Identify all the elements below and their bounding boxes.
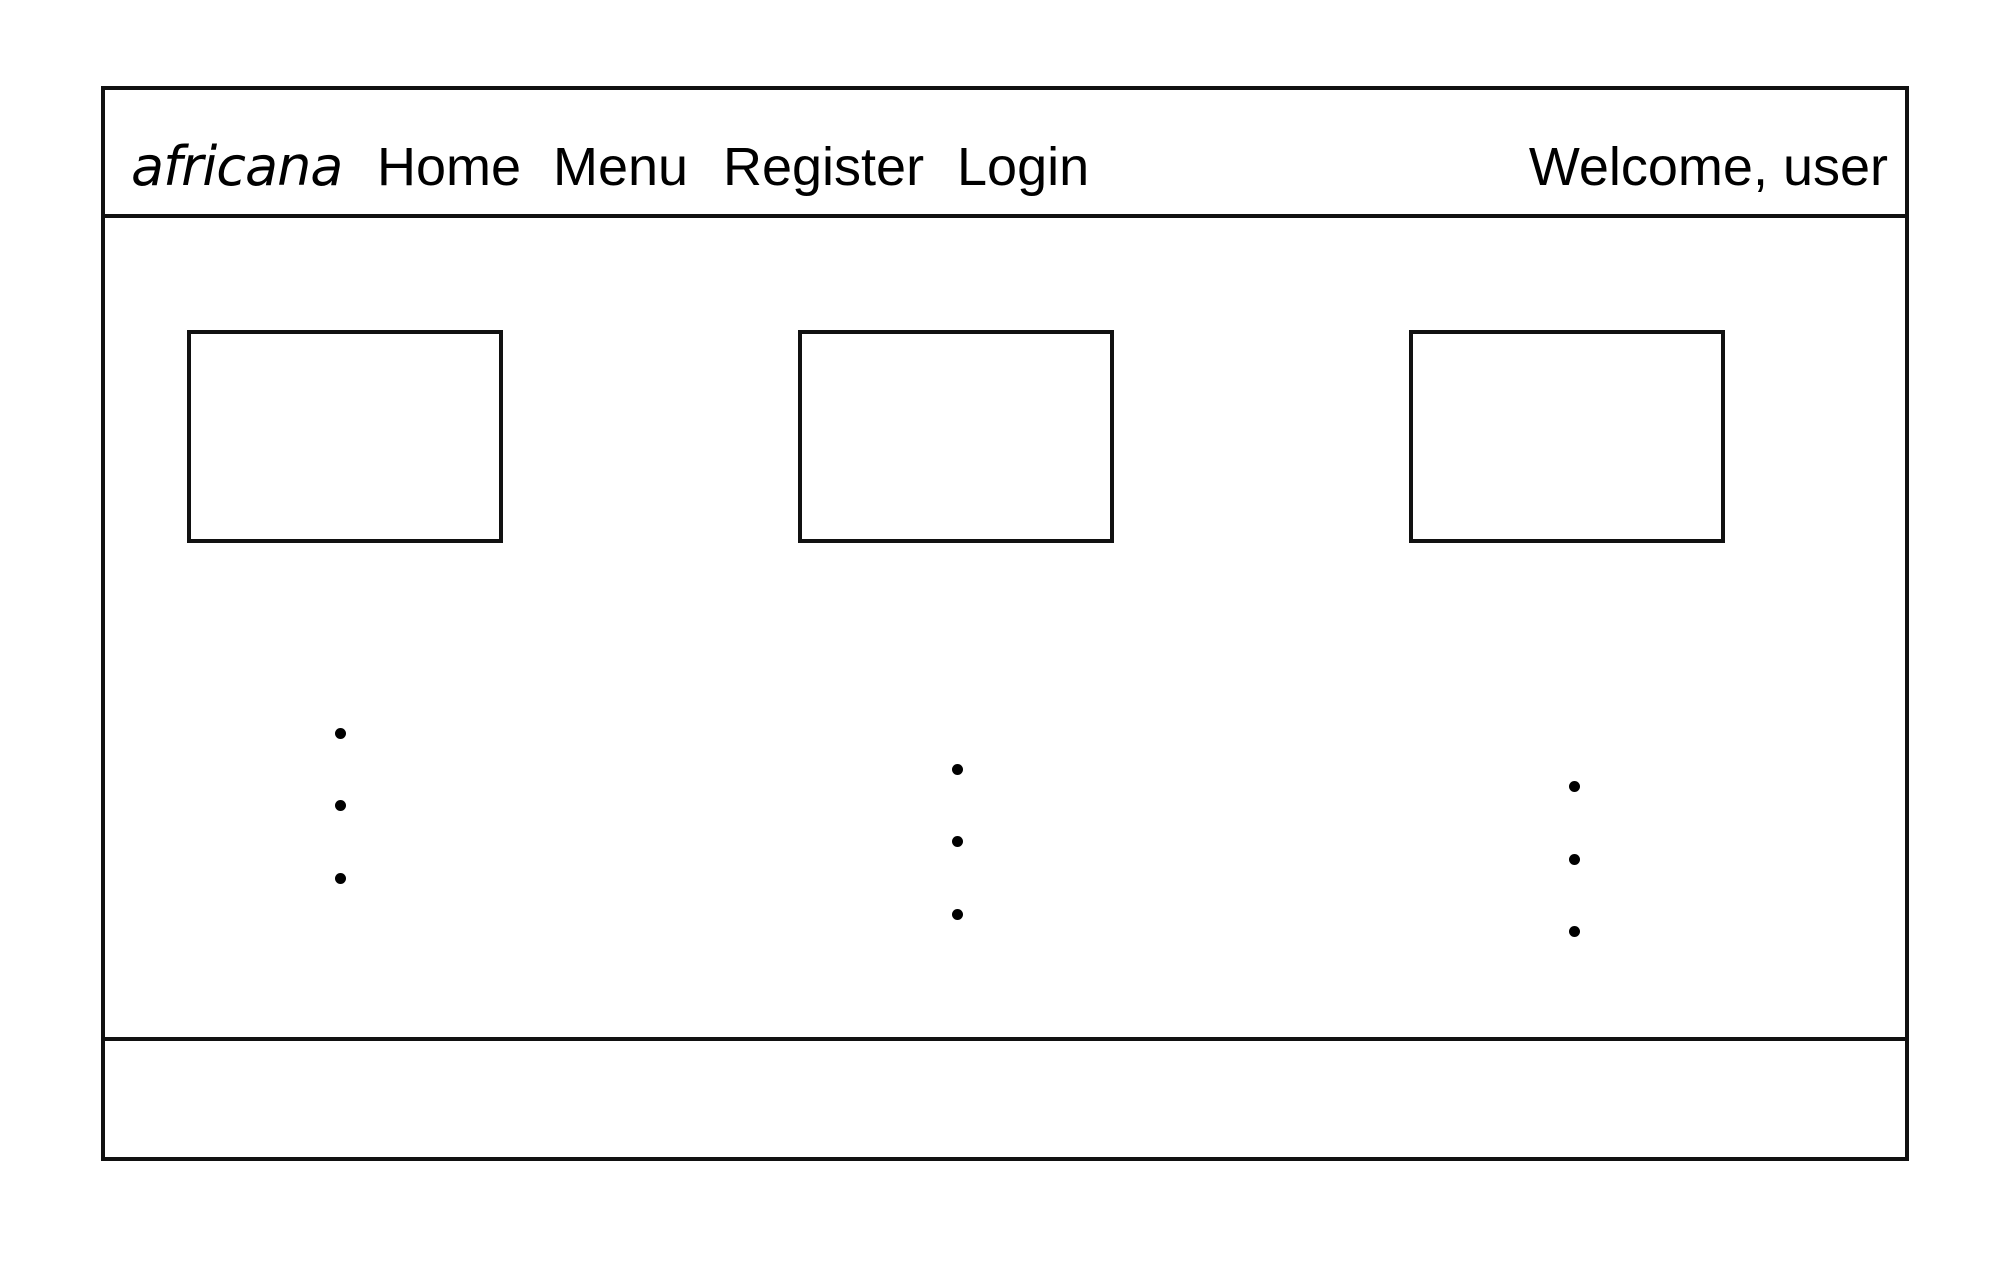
- ellipsis-dot: [335, 728, 346, 739]
- navbar: africana Home Menu Register Login Welcom…: [105, 90, 1905, 218]
- footer: [105, 1037, 1905, 1157]
- ellipsis-dot: [1569, 854, 1580, 865]
- page-frame: africana Home Menu Register Login Welcom…: [101, 86, 1909, 1161]
- nav-link-login[interactable]: Login: [957, 137, 1090, 197]
- card-2-image-placeholder[interactable]: [798, 330, 1114, 543]
- brand-logo[interactable]: africana: [131, 135, 343, 198]
- ellipsis-dot: [1569, 781, 1580, 792]
- nav-link-home[interactable]: Home: [377, 137, 522, 197]
- nav-link-register[interactable]: Register: [723, 137, 925, 197]
- ellipsis-dot: [952, 909, 963, 920]
- welcome-message: Welcome, user: [1528, 137, 1888, 197]
- ellipsis-dot: [1569, 926, 1580, 937]
- nav-link-menu[interactable]: Menu: [553, 137, 689, 197]
- ellipsis-dot: [335, 873, 346, 884]
- card-3-image-placeholder[interactable]: [1409, 330, 1725, 543]
- ellipsis-dot: [335, 800, 346, 811]
- ellipsis-dot: [952, 764, 963, 775]
- card-1-image-placeholder[interactable]: [187, 330, 503, 543]
- ellipsis-dot: [952, 836, 963, 847]
